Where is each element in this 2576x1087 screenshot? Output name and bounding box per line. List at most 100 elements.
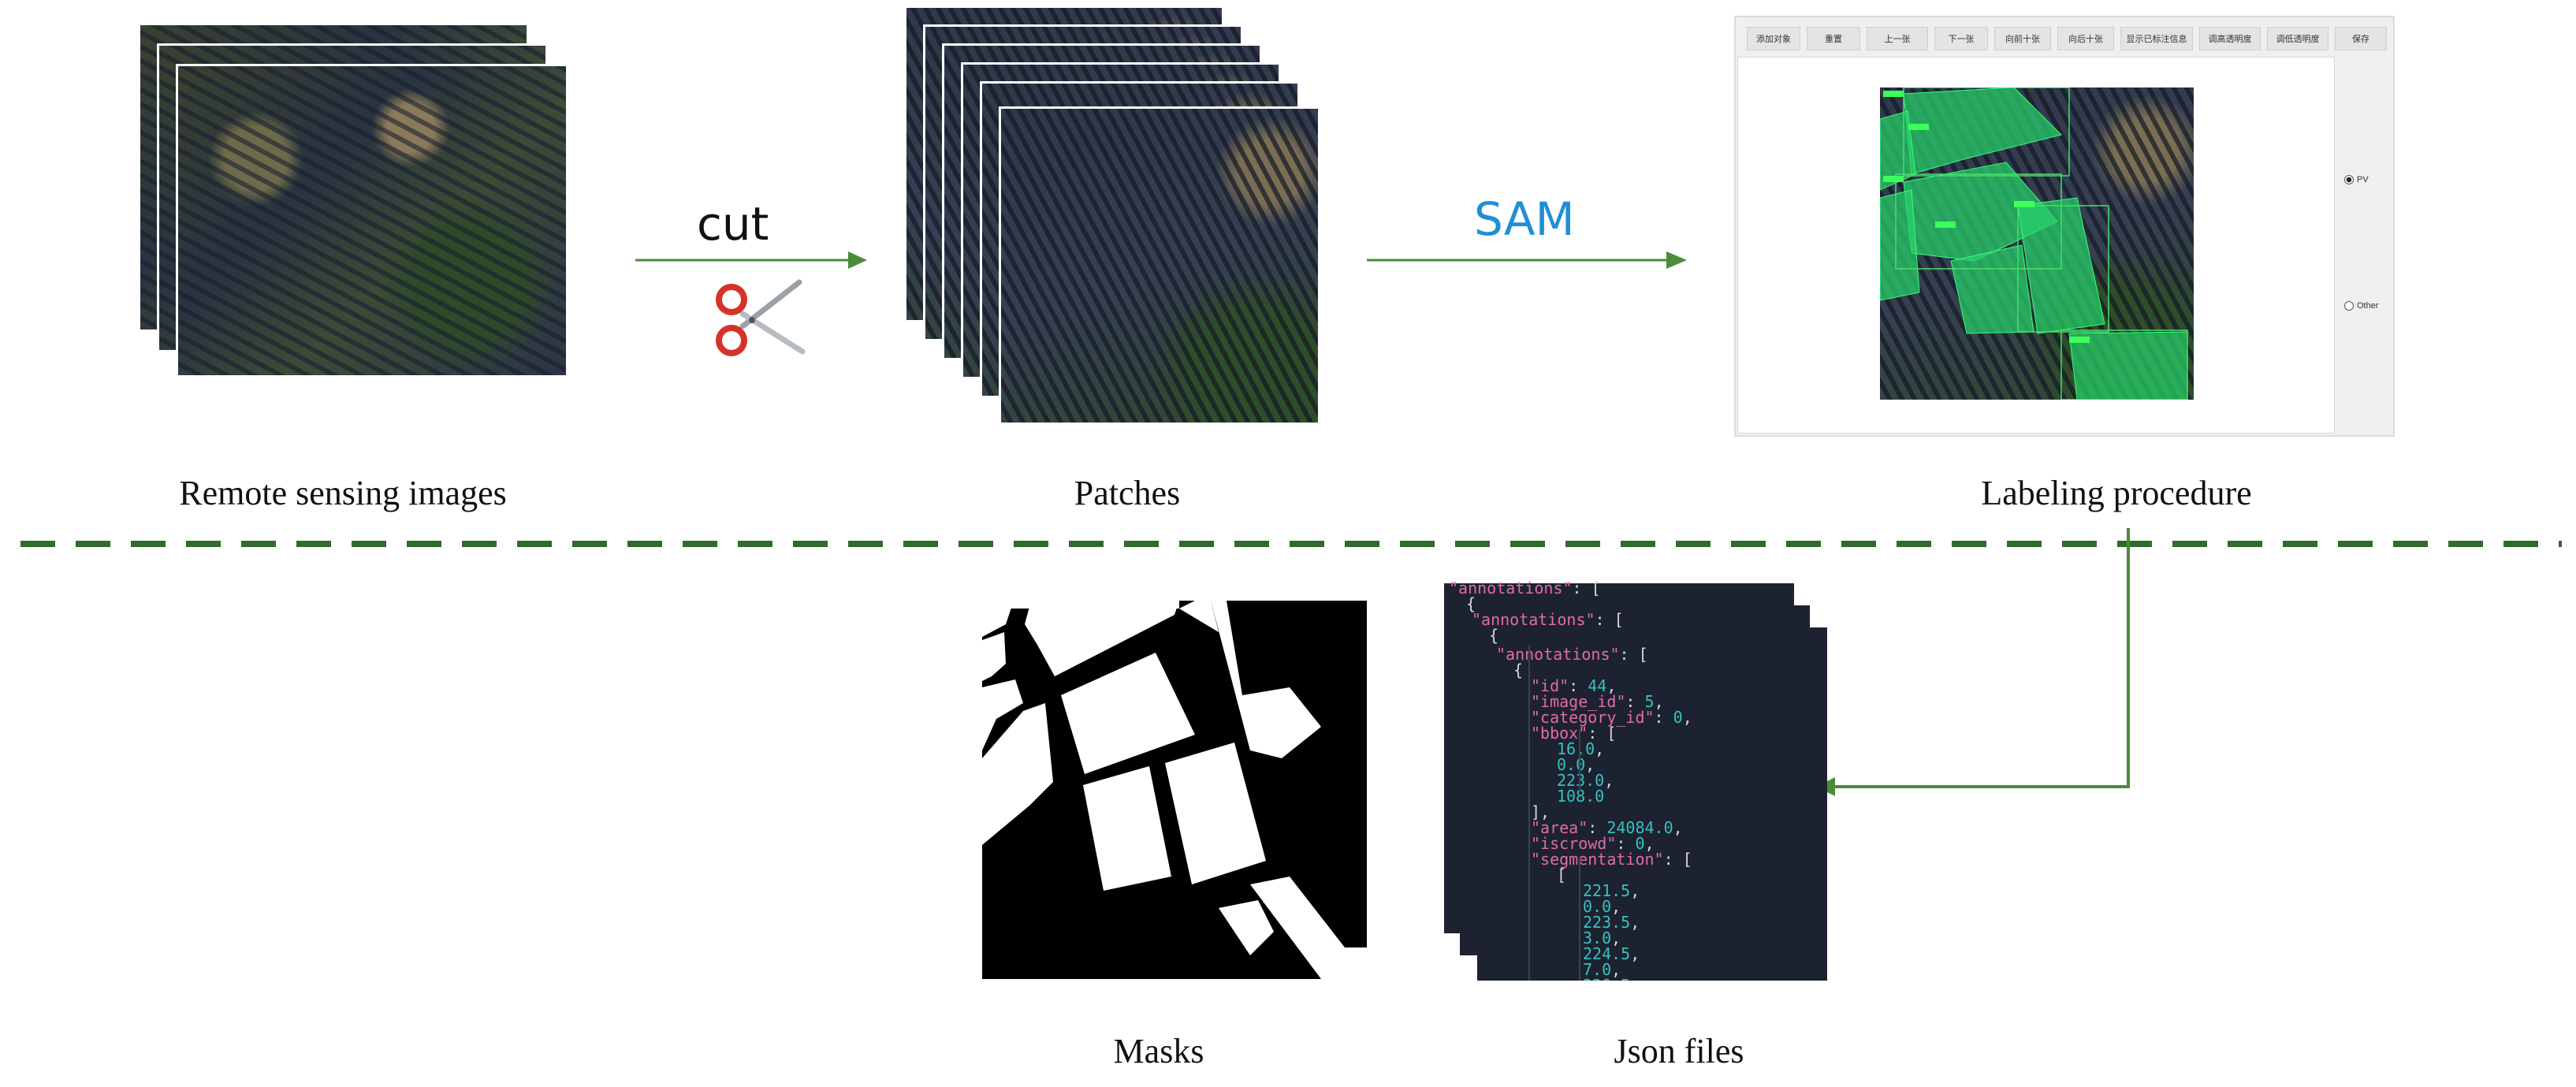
json-punct: , — [1585, 755, 1595, 774]
json-punct: , — [1630, 944, 1640, 963]
patch-front — [1001, 109, 1318, 423]
toolbar-reset-button[interactable]: 重置 — [1807, 27, 1860, 50]
json-line: { — [1513, 662, 1523, 678]
toolbar-show-labeled-button[interactable]: 显示已标注信息 — [2120, 27, 2193, 50]
json-number: 16.0 — [1557, 739, 1595, 758]
json-punct: : — [1654, 708, 1673, 727]
json-punct: , — [1654, 692, 1664, 711]
json-punct: , — [1630, 976, 1640, 981]
json-punct: , — [1606, 676, 1617, 695]
json-indent-guides — [1528, 645, 1580, 981]
json-line: { — [1489, 627, 1498, 643]
json-punct: , — [1611, 960, 1621, 979]
labeling-side-panel: PV Other — [2338, 57, 2392, 432]
json-line: 0.0, — [1583, 899, 1621, 914]
json-number: 3.0 — [1583, 929, 1612, 947]
json-punct: , — [1630, 913, 1640, 932]
sam-arrow — [1367, 251, 1687, 269]
toolbar-save-button[interactable]: 保存 — [2335, 27, 2387, 50]
json-line: { — [1466, 596, 1476, 612]
sam-label: SAM — [1474, 192, 1575, 246]
json-punct: : — [1569, 676, 1588, 695]
caption-json: Json files — [1614, 1032, 1744, 1070]
json-line: 228.5, — [1583, 977, 1640, 981]
caption-labeling: Labeling procedure — [1981, 474, 2252, 512]
caption-patches: Patches — [1074, 474, 1181, 512]
json-number: 7.0 — [1583, 960, 1612, 979]
radio-unselected-icon — [2344, 301, 2354, 311]
json-punct: , — [1630, 881, 1640, 900]
json-punct: , — [1604, 771, 1614, 790]
labeling-canvas-area — [1737, 57, 2335, 434]
caption-remote-sensing: Remote sensing images — [179, 474, 507, 512]
json-number: 0 — [1635, 834, 1645, 853]
satellite-image-front — [178, 66, 566, 375]
json-punct: : [ — [1663, 850, 1692, 869]
radio-option-pv-label: PV — [2357, 175, 2369, 184]
json-line: "iscrowd": 0, — [1531, 836, 1655, 851]
json-punct: , — [1611, 929, 1621, 947]
json-punct: , — [1682, 708, 1692, 727]
json-line: ], — [1531, 804, 1550, 820]
mask-image — [982, 601, 1367, 979]
json-key: "area" — [1531, 818, 1588, 837]
json-punct: : — [1616, 834, 1636, 853]
radio-option-other[interactable]: Other — [2344, 301, 2379, 311]
json-number: 5 — [1644, 692, 1655, 711]
json-line: 0.0, — [1557, 757, 1595, 772]
json-line: 223.5, — [1583, 914, 1640, 930]
json-line: "annotations": [ — [1472, 612, 1624, 627]
toolbar-add-object-button[interactable]: 添加对象 — [1747, 27, 1800, 50]
json-punct: : [ — [1595, 610, 1624, 629]
labeling-mask-overlay — [1880, 87, 2188, 400]
json-punct: { — [1513, 661, 1524, 679]
json-key: "bbox" — [1531, 724, 1588, 743]
scissors-icon — [716, 279, 806, 356]
json-punct: , — [1644, 834, 1655, 853]
json-line: 108.0 — [1557, 788, 1604, 804]
json-punct: : — [1588, 818, 1607, 837]
labeling-to-json-arrow — [1816, 528, 2130, 796]
toolbar-back-ten-button[interactable]: 向后十张 — [2057, 27, 2114, 50]
json-key: "annotations" — [1472, 610, 1595, 629]
json-number: 221.5 — [1583, 881, 1631, 900]
json-key: "annotations" — [1449, 580, 1573, 597]
json-number: 24084.0 — [1606, 818, 1673, 837]
json-number: 108.0 — [1557, 787, 1605, 806]
json-number: 223.0 — [1557, 771, 1605, 790]
json-number: 44 — [1588, 676, 1607, 695]
json-key: "id" — [1531, 676, 1569, 695]
json-punct: : [ — [1619, 645, 1648, 664]
json-line: 16.0, — [1557, 741, 1604, 757]
json-number: 0.0 — [1583, 897, 1612, 916]
json-line: 7.0, — [1583, 962, 1621, 977]
json-line: [ — [1557, 867, 1566, 883]
toolbar-increase-opacity-button[interactable]: 调高透明度 — [2199, 27, 2261, 50]
radio-selected-icon — [2344, 175, 2354, 184]
json-key: "annotations" — [1496, 645, 1620, 664]
json-punct: { — [1466, 594, 1476, 613]
toolbar-prev-button[interactable]: 上一张 — [1867, 27, 1928, 50]
json-number: 0.0 — [1557, 755, 1586, 774]
json-line: "id": 44, — [1531, 678, 1616, 694]
radio-option-other-label: Other — [2357, 301, 2379, 311]
json-punct: [ — [1557, 866, 1567, 884]
json-line: "category_id": 0, — [1531, 709, 1692, 725]
labeling-image[interactable] — [1880, 87, 2194, 400]
json-line: "image_id": 5, — [1531, 694, 1664, 709]
json-line: "area": 24084.0, — [1531, 820, 1683, 836]
json-number: 224.5 — [1583, 944, 1631, 963]
json-line: 3.0, — [1583, 930, 1621, 946]
json-code-block: "annotations": [{"annotations": [{"annot… — [1449, 580, 1827, 981]
json-punct: , — [1673, 818, 1683, 837]
radio-option-pv[interactable]: PV — [2344, 175, 2369, 184]
json-number: 228.5 — [1583, 976, 1630, 981]
json-line: "bbox": [ — [1531, 725, 1616, 741]
cut-label: cut — [697, 197, 769, 251]
caption-masks: Masks — [1113, 1032, 1204, 1070]
json-file-front — [1477, 627, 1827, 981]
json-number: 0 — [1673, 708, 1683, 727]
toolbar-forward-ten-button[interactable]: 向前十张 — [1994, 27, 2051, 50]
toolbar-decrease-opacity-button[interactable]: 调低透明度 — [2267, 27, 2328, 50]
toolbar-next-button[interactable]: 下一张 — [1934, 27, 1988, 50]
